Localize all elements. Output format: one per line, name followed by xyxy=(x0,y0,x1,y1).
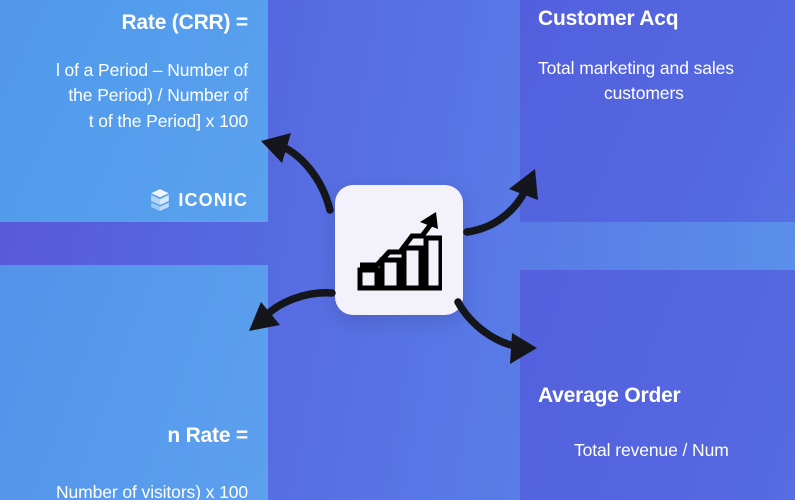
panel-formula-average-order-value: Total revenue / Num xyxy=(538,438,729,463)
bar-chart-growth-arrow-icon xyxy=(356,208,442,292)
formula-line: Number of visitors) x 100 xyxy=(55,482,248,500)
formula-line: the Period) / Number of xyxy=(68,85,248,106)
panel-conversion-rate[interactable]: n Rate = Number of visitors) x 100 xyxy=(0,265,268,500)
iconic-logo[interactable]: ICONIC xyxy=(149,188,248,212)
formula-line: t of the Period] x 100 xyxy=(88,110,248,131)
panel-average-order-value[interactable]: Average Order Total revenue / Num xyxy=(520,270,795,500)
panel-formula-conversion-rate: Number of visitors) x 100 xyxy=(56,480,248,500)
panel-customer-acquisition-cost[interactable]: Customer Acq Total marketing and sales c… xyxy=(520,0,795,222)
panel-title-average-order-value: Average Order xyxy=(538,384,681,407)
formula-line: l of a Period – Number of xyxy=(55,60,248,80)
center-chart-card[interactable] xyxy=(335,185,463,315)
panel-title-customer-acquisition-cost: Customer Acq xyxy=(538,7,679,30)
formula-line: customers xyxy=(604,83,684,104)
panel-formula-customer-acquisition-cost: Total marketing and sales customers xyxy=(538,56,734,107)
panel-customer-retention-rate[interactable]: Rate (CRR) = l of a Period – Number of t… xyxy=(0,0,268,222)
formula-line: Total marketing and sales xyxy=(538,58,734,78)
panel-title-conversion-rate: n Rate = xyxy=(167,424,248,447)
panel-title-customer-retention-rate: Rate (CRR) = xyxy=(121,11,248,34)
iconic-logo-text: ICONIC xyxy=(178,189,248,210)
panel-formula-customer-retention-rate: l of a Period – Number of the Period) / … xyxy=(56,58,248,134)
stacked-cubes-icon xyxy=(149,188,171,212)
arrow-to-top-left xyxy=(261,133,334,214)
formula-line: Total revenue / Num xyxy=(574,440,729,460)
